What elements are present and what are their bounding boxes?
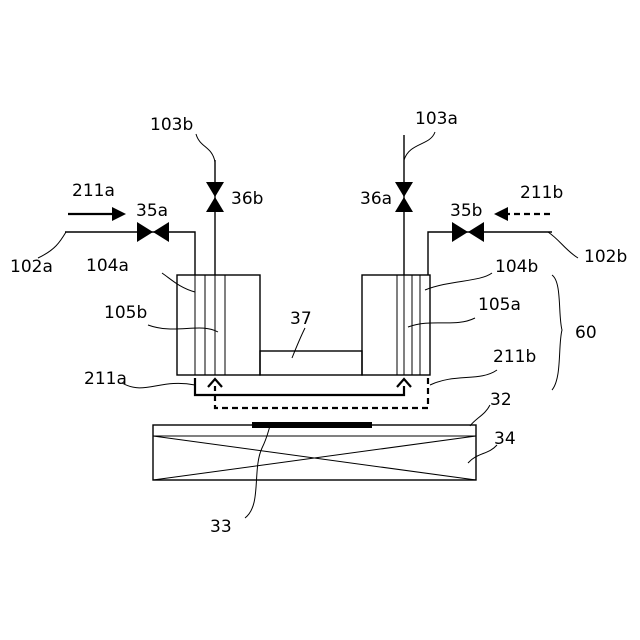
label-34: 34 xyxy=(494,429,516,449)
label-104a: 104a xyxy=(86,256,129,276)
label-36a: 36a xyxy=(360,189,392,209)
flow-arrow-211a-top xyxy=(68,207,126,221)
label-35b: 35b xyxy=(450,201,482,221)
leader-105b xyxy=(148,325,218,332)
label-211a-top: 211a xyxy=(72,181,115,201)
label-102a: 102a xyxy=(10,257,53,277)
label-103a: 103a xyxy=(415,109,458,129)
label-102b: 102b xyxy=(584,247,627,267)
label-104b: 104b xyxy=(495,257,538,277)
leader-103a xyxy=(404,132,435,160)
leader-102b xyxy=(548,232,578,258)
brace-60 xyxy=(552,275,562,390)
label-32: 32 xyxy=(490,390,512,410)
leader-34 xyxy=(468,445,497,463)
pipe-102a xyxy=(65,232,195,275)
leader-104a xyxy=(162,273,195,292)
label-33: 33 xyxy=(210,517,232,537)
label-37: 37 xyxy=(290,309,312,329)
stage-32-34 xyxy=(153,425,476,480)
leader-37 xyxy=(292,328,305,358)
label-103b: 103b xyxy=(150,115,193,135)
label-105a: 105a xyxy=(478,295,521,315)
leader-32 xyxy=(470,405,490,426)
valve-35a xyxy=(137,222,169,242)
leader-211b-bottom xyxy=(430,370,497,385)
valve-36b xyxy=(206,182,224,212)
leader-104b xyxy=(425,273,492,290)
leader-102a xyxy=(38,232,66,258)
connecting-block-37 xyxy=(260,351,362,375)
label-211b-top: 211b xyxy=(520,183,563,203)
leader-211a-bottom xyxy=(122,383,195,388)
label-36b: 36b xyxy=(231,189,263,209)
leader-105a xyxy=(408,318,475,327)
leader-103b xyxy=(196,134,215,162)
flow-path-211a-bottom xyxy=(195,378,411,395)
right-head-block xyxy=(362,275,430,375)
label-60: 60 xyxy=(575,323,597,343)
label-211a-bottom: 211a xyxy=(84,369,127,389)
label-35a: 35a xyxy=(136,201,168,221)
label-105b: 105b xyxy=(104,303,147,323)
label-211b-bottom: 211b xyxy=(493,347,536,367)
valve-35b xyxy=(452,222,484,242)
valve-36a xyxy=(395,182,413,212)
flow-path-211b-bottom xyxy=(208,378,428,408)
flow-arrow-211b-top xyxy=(494,207,552,221)
leader-33 xyxy=(245,426,270,518)
